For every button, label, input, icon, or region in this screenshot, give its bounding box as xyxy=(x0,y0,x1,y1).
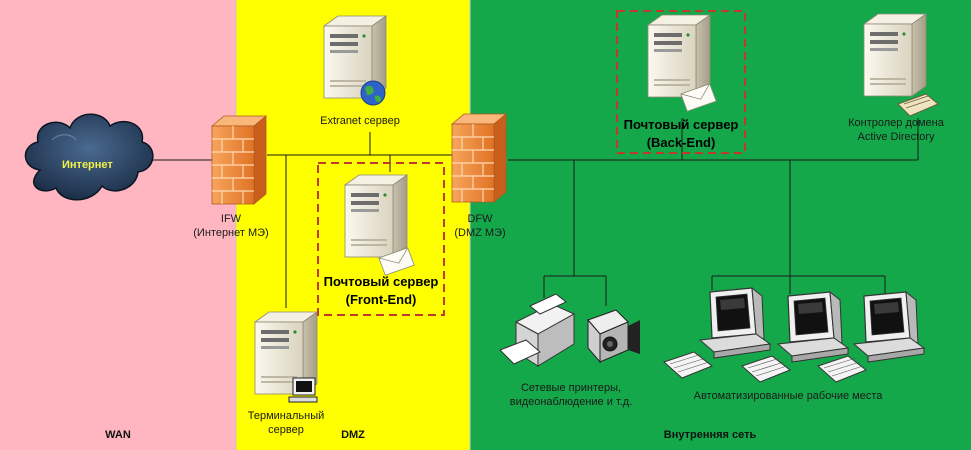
front-end-subtitle: (Front-End) xyxy=(345,292,417,307)
front-end-highlight-box xyxy=(317,162,445,316)
zone-wan-bg xyxy=(0,0,236,450)
domain-controller-title: Контролер домена xyxy=(848,117,944,129)
globe-icon xyxy=(360,80,386,106)
workstations-label: Автоматизированные рабочие места xyxy=(693,390,883,402)
printers-title: Сетевые принтеры, xyxy=(520,382,622,394)
printers-label: Сетевые принтеры, видеонаблюдение и т.д. xyxy=(496,381,646,409)
ifw-label: IFW (Интернет МЭ) xyxy=(176,212,286,240)
front-end-server-label: Почтовый сервер (Front-End) xyxy=(310,273,452,309)
domain-controller-label: Контролер домена Active Directory xyxy=(834,116,958,144)
internet-cloud xyxy=(24,113,154,201)
domain-controller-subtitle: Active Directory xyxy=(857,131,935,143)
printers-subtitle: видеонаблюдение и т.д. xyxy=(509,396,633,408)
extranet-server-label: Extranet сервер xyxy=(320,115,400,127)
back-end-title: Почтовый сервер xyxy=(623,117,739,132)
terminal-server-title: Терминальный xyxy=(247,410,325,422)
ifw-subtitle: (Интернет МЭ) xyxy=(193,227,269,239)
zone-dmz-label: DMZ xyxy=(341,429,365,441)
zone-lan-label: Внутренняя сеть xyxy=(663,429,757,441)
ifw-firewall-icon xyxy=(211,115,267,205)
back-end-subtitle: (Back-End) xyxy=(646,135,716,150)
internet-cloud-label: Интернет xyxy=(62,159,113,171)
ifw-name: IFW xyxy=(220,213,242,225)
dfw-firewall-icon xyxy=(451,113,507,203)
front-end-title: Почтовый сервер xyxy=(323,274,439,289)
dfw-name: DFW xyxy=(467,213,493,225)
key-card-icon xyxy=(897,93,939,117)
front-end-server-icon xyxy=(344,174,408,258)
printer-icon xyxy=(499,293,576,367)
domain-controller-server-icon xyxy=(863,13,927,97)
camera-icon xyxy=(587,309,640,364)
terminal-server-label: Терминальный сервер xyxy=(236,409,336,437)
back-end-server-icon xyxy=(647,14,711,98)
back-end-server-label: Почтовый сервер (Back-End) xyxy=(611,116,751,152)
dfw-subtitle: (DMZ МЭ) xyxy=(454,227,506,239)
monitor-icon xyxy=(288,377,318,403)
terminal-server-subtitle: сервер xyxy=(268,424,304,436)
dfw-label: DFW (DMZ МЭ) xyxy=(430,212,530,240)
back-end-highlight-box xyxy=(616,10,746,154)
zone-wan-label: WAN xyxy=(105,429,131,441)
